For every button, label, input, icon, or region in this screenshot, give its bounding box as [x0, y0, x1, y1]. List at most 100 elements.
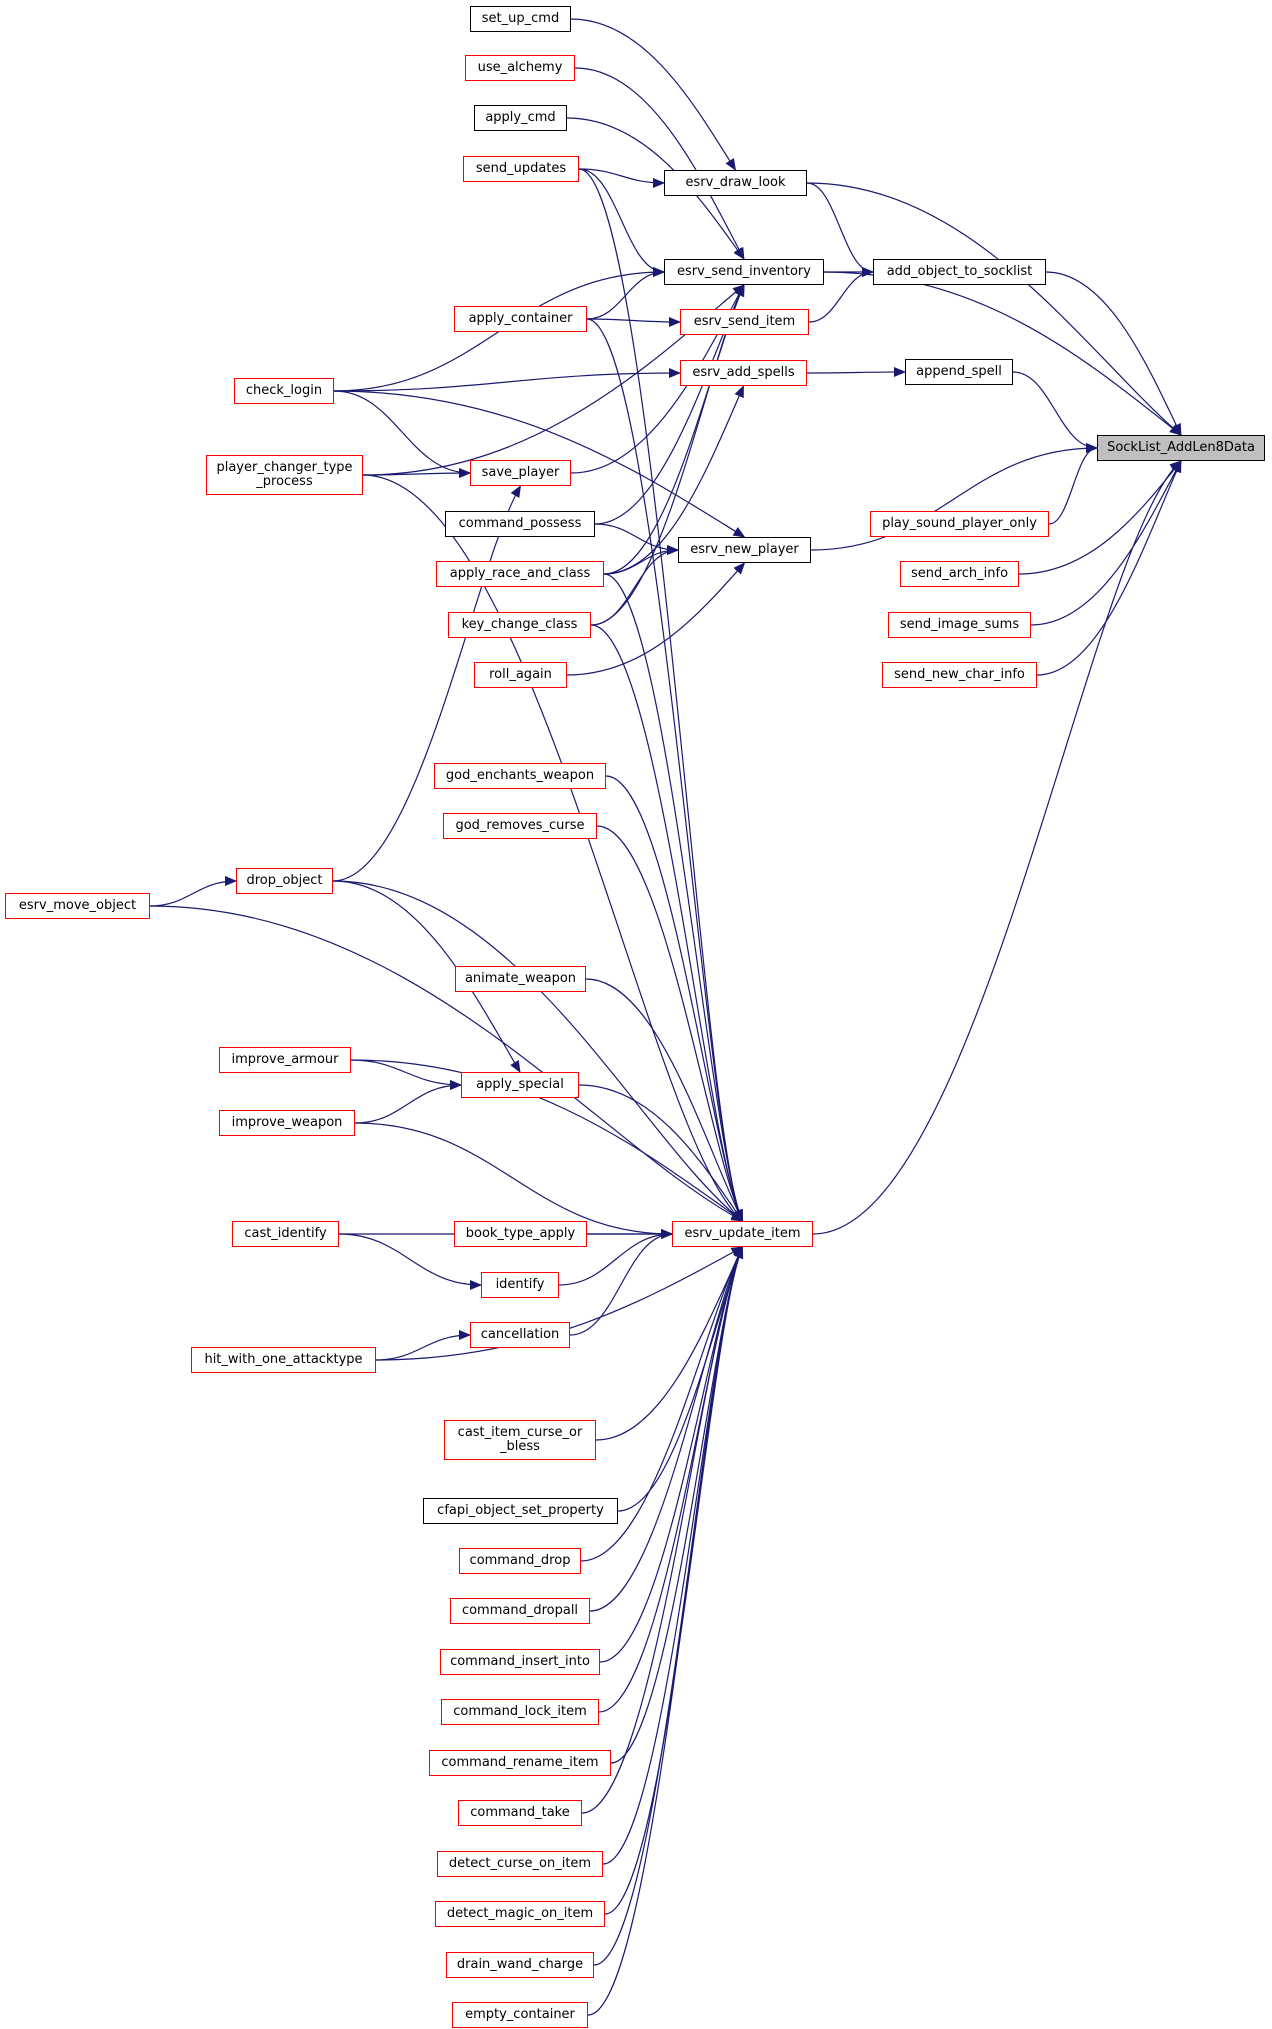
node-cast-item-curse-or-bless[interactable]: cast_item_curse_or _bless — [444, 1420, 596, 1460]
edge-player-changer-type-process-to-save-player — [362, 468, 471, 479]
edge-command-take-to-esrv-update-item — [581, 1246, 744, 1814]
node-improve-armour[interactable]: improve_armour — [219, 1047, 351, 1073]
node-command-drop[interactable]: command_drop — [459, 1548, 581, 1574]
edge-esrv-send-inventory-to-socklist-addlen8data — [823, 271, 1182, 436]
edge-apply-race-and-class-to-esrv-update-item — [603, 573, 744, 1222]
node-esrv-move-object[interactable]: esrv_move_object — [5, 893, 150, 919]
edge-use-alchemy-to-esrv-send-inventory — [574, 67, 745, 260]
node-socklist-addlen8data: SockList_AddLen8Data — [1097, 435, 1265, 461]
node-roll-again[interactable]: roll_again — [474, 662, 567, 688]
edge-send-updates-to-esrv-send-inventory — [578, 168, 665, 277]
edge-set-up-cmd-to-esrv-draw-look — [570, 18, 737, 171]
node-animate-weapon[interactable]: animate_weapon — [455, 966, 586, 992]
node-drop-object[interactable]: drop_object — [236, 868, 333, 894]
node-esrv-update-item[interactable]: esrv_update_item — [672, 1221, 813, 1247]
node-append-spell[interactable]: append_spell — [905, 359, 1013, 385]
node-use-alchemy[interactable]: use_alchemy — [465, 55, 575, 81]
node-drain-wand-charge[interactable]: drain_wand_charge — [446, 1952, 594, 1978]
node-save-player[interactable]: save_player — [470, 460, 571, 486]
edge-key-change-class-to-esrv-new-player — [590, 545, 679, 626]
node-command-possess[interactable]: command_possess — [445, 511, 595, 537]
node-empty-container[interactable]: empty_container — [452, 2002, 588, 2028]
node-apply-container[interactable]: apply_container — [454, 306, 587, 332]
edge-apply-race-and-class-to-esrv-new-player — [603, 545, 679, 575]
edge-key-change-class-to-esrv-update-item — [590, 624, 744, 1222]
node-check-login[interactable]: check_login — [234, 378, 334, 404]
edge-check-login-to-save-player — [333, 390, 471, 478]
edge-play-sound-player-only-to-socklist-addlen8data — [1048, 443, 1098, 525]
edge-apply-container-to-esrv-update-item — [586, 318, 744, 1222]
node-apply-race-and-class[interactable]: apply_race_and_class — [436, 561, 604, 587]
edge-identify-to-esrv-update-item — [558, 1229, 673, 1286]
node-hit-with-one-attacktype[interactable]: hit_with_one_attacktype — [191, 1347, 376, 1373]
edge-send-arch-info-to-socklist-addlen8data — [1018, 460, 1182, 575]
node-improve-weapon[interactable]: improve_weapon — [219, 1110, 355, 1136]
node-send-image-sums[interactable]: send_image_sums — [888, 612, 1031, 638]
edge-god-enchants-weapon-to-esrv-update-item — [605, 775, 744, 1222]
edge-command-drop-to-esrv-update-item — [580, 1246, 744, 1562]
node-god-removes-curse[interactable]: god_removes_curse — [443, 813, 597, 839]
node-key-change-class[interactable]: key_change_class — [448, 612, 591, 638]
node-apply-cmd[interactable]: apply_cmd — [474, 105, 567, 131]
node-command-rename-item[interactable]: command_rename_item — [429, 1750, 611, 1776]
edge-roll-again-to-esrv-new-player — [566, 562, 746, 676]
node-send-updates[interactable]: send_updates — [463, 156, 579, 182]
edge-check-login-to-esrv-new-player — [333, 390, 746, 538]
edge-send-updates-to-esrv-draw-look — [578, 168, 665, 188]
edge-apply-special-to-esrv-update-item — [578, 1084, 744, 1222]
node-detect-curse-on-item[interactable]: detect_curse_on_item — [437, 1851, 603, 1877]
edge-esrv-move-object-to-esrv-update-item — [149, 905, 744, 1222]
node-esrv-draw-look[interactable]: esrv_draw_look — [664, 170, 807, 196]
node-send-arch-info[interactable]: send_arch_info — [900, 561, 1019, 587]
edge-hit-with-one-attacktype-to-esrv-update-item — [375, 1246, 744, 1361]
node-command-insert-into[interactable]: command_insert_into — [440, 1649, 600, 1675]
edge-improve-weapon-to-apply-special — [354, 1080, 462, 1124]
node-set-up-cmd[interactable]: set_up_cmd — [470, 6, 571, 32]
edge-improve-armour-to-apply-special — [350, 1059, 462, 1090]
node-esrv-new-player[interactable]: esrv_new_player — [678, 537, 811, 563]
edge-check-login-to-esrv-add-spells — [333, 368, 681, 392]
edge-send-new-char-info-to-socklist-addlen8data — [1036, 460, 1182, 676]
edge-esrv-send-item-to-add-object-to-socklist — [808, 267, 874, 323]
edge-command-dropall-to-esrv-update-item — [589, 1246, 744, 1612]
node-send-new-char-info[interactable]: send_new_char_info — [882, 662, 1037, 688]
node-book-type-apply[interactable]: book_type_apply — [454, 1221, 587, 1247]
edge-god-removes-curse-to-esrv-update-item — [596, 825, 744, 1222]
node-command-dropall[interactable]: command_dropall — [450, 1598, 590, 1624]
edge-append-spell-to-socklist-addlen8data — [1012, 371, 1098, 453]
node-cast-identify[interactable]: cast_identify — [232, 1221, 339, 1247]
edge-esrv-new-player-to-socklist-addlen8data — [810, 443, 1098, 551]
node-player-changer-type-process[interactable]: player_changer_type _process — [206, 455, 363, 495]
edge-cancellation-to-esrv-update-item — [569, 1229, 673, 1336]
edge-add-object-to-socklist-to-socklist-addlen8data — [1045, 271, 1182, 436]
node-cancellation[interactable]: cancellation — [470, 1322, 570, 1348]
node-esrv-send-inventory[interactable]: esrv_send_inventory — [664, 259, 824, 285]
node-detect-magic-on-item[interactable]: detect_magic_on_item — [435, 1901, 605, 1927]
edge-key-change-class-to-esrv-send-inventory — [590, 284, 745, 626]
edge-detect-magic-on-item-to-esrv-update-item — [604, 1246, 744, 1915]
node-identify[interactable]: identify — [481, 1272, 559, 1298]
edge-esrv-add-spells-to-append-spell — [806, 367, 906, 378]
edge-apply-container-to-esrv-send-item — [586, 316, 681, 327]
node-esrv-add-spells[interactable]: esrv_add_spells — [680, 360, 807, 386]
edge-improve-weapon-to-esrv-update-item — [354, 1122, 673, 1239]
edge-cfapi-object-set-property-to-esrv-update-item — [617, 1246, 744, 1512]
edge-esrv-move-object-to-drop-object — [149, 876, 237, 907]
edge-drop-object-to-esrv-update-item — [332, 880, 744, 1222]
node-command-lock-item[interactable]: command_lock_item — [441, 1699, 599, 1725]
node-god-enchants-weapon[interactable]: god_enchants_weapon — [434, 763, 606, 789]
edge-improve-armour-to-esrv-update-item — [350, 1059, 744, 1222]
edge-esrv-update-item-to-socklist-addlen8data — [812, 460, 1182, 1235]
node-esrv-send-item[interactable]: esrv_send_item — [680, 309, 809, 335]
edge-cast-identify-to-identify — [338, 1233, 482, 1290]
edge-animate-weapon-to-esrv-update-item — [585, 978, 744, 1222]
edge-drop-object-to-apply-special — [332, 880, 521, 1073]
edge-hit-with-one-attacktype-to-cancellation — [375, 1330, 471, 1361]
node-cfapi-object-set-property[interactable]: cfapi_object_set_property — [423, 1498, 618, 1524]
node-play-sound-player-only[interactable]: play_sound_player_only — [870, 511, 1049, 537]
node-apply-special[interactable]: apply_special — [461, 1072, 579, 1098]
node-add-object-to-socklist[interactable]: add_object_to_socklist — [873, 259, 1046, 285]
edge-empty-container-to-esrv-update-item — [587, 1246, 744, 2016]
node-command-take[interactable]: command_take — [458, 1800, 582, 1826]
